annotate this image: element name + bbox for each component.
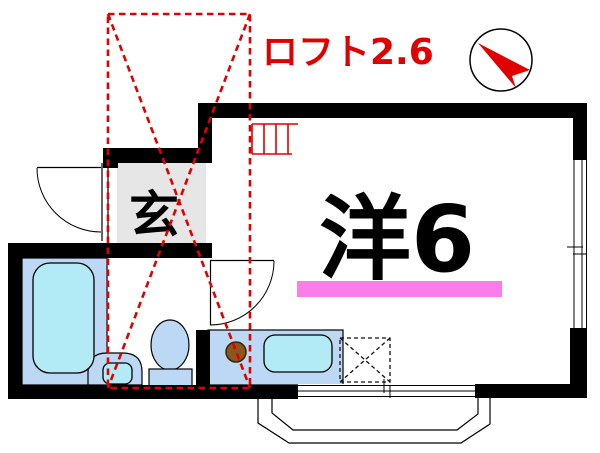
window-right [567,160,587,328]
bathtub [32,262,95,374]
wall-bottom-right [475,384,587,398]
loft-ladder [251,123,298,155]
wall-kitchen-divider [196,330,210,399]
compass-needle [478,43,530,88]
kitchen-sink [263,334,333,373]
wall-mid-horizontal [8,243,212,258]
wall-left [8,243,22,399]
room-label: 洋6 [319,186,475,293]
wall-genkan-top [103,148,212,163]
refrigerator-space [339,337,391,383]
north-arrow-compass [469,28,533,92]
loft-label: ロフト2.6 [262,32,434,73]
stove-burner [225,341,247,363]
entrance-label: 玄 [129,186,179,244]
wall-bottom-left [8,385,298,399]
window-bottom [298,379,475,398]
wall-top [198,103,587,118]
wall-right-upper [573,103,587,160]
toilet-bowl [150,319,190,371]
wall-right-lower [570,328,587,398]
balcony [257,398,491,444]
loft-outline [106,12,252,390]
toilet-tank [148,368,193,387]
cyan-fixtures [32,262,333,385]
room-door [209,259,275,326]
wall-genkan-stub [103,148,118,168]
entrance-door [36,163,109,241]
room-highlight-bar [297,281,502,297]
